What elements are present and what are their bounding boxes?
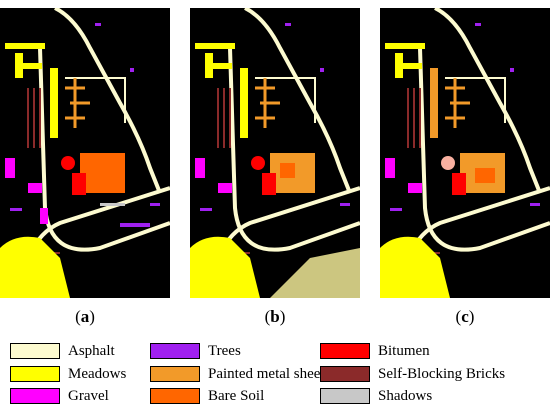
map-a-image — [0, 8, 170, 298]
classification-map-c — [380, 8, 550, 298]
legend-swatch-asphalt — [10, 343, 60, 359]
legend-item-bitumen: Bitumen — [320, 342, 430, 360]
legend-swatch-bare-soil — [150, 388, 200, 404]
legend-swatch-shadows — [320, 388, 370, 404]
legend-label-gravel: Gravel — [68, 387, 109, 404]
caption-a: (a) — [75, 307, 95, 326]
caption-b: (b) — [264, 307, 286, 326]
classification-map-a — [0, 8, 170, 298]
legend-swatch-gravel — [10, 388, 60, 404]
legend-swatch-trees — [150, 343, 200, 359]
map-b-image — [190, 8, 360, 298]
legend: Asphalt Meadows Gravel Trees Painted met… — [0, 338, 550, 412]
legend-item-trees: Trees — [150, 342, 241, 360]
legend-label-shadows: Shadows — [378, 387, 433, 404]
legend-label-meadows: Meadows — [68, 365, 127, 382]
legend-label-trees: Trees — [208, 342, 241, 359]
legend-label-self-blocking-bricks: Self-Blocking Bricks — [378, 365, 506, 382]
legend-item-gravel: Gravel — [10, 387, 109, 405]
classification-map-b — [190, 8, 360, 298]
legend-label-asphalt: Asphalt — [68, 342, 115, 359]
caption-c: (c) — [455, 307, 475, 326]
caption-a-letter: a — [80, 307, 90, 326]
legend-item-bare-soil: Bare Soil — [150, 387, 264, 405]
legend-swatch-self-blocking-bricks — [320, 366, 370, 382]
legend-label-bitumen: Bitumen — [378, 342, 430, 359]
legend-item-meadows: Meadows — [10, 365, 126, 383]
legend-item-self-blocking-bricks: Self-Blocking Bricks — [320, 365, 505, 383]
caption-b-letter: b — [270, 307, 280, 326]
legend-label-bare-soil: Bare Soil — [208, 387, 265, 404]
legend-swatch-meadows — [10, 366, 60, 382]
legend-item-painted-metal-sheets: Painted metal sheets — [150, 365, 330, 383]
caption-c-letter: c — [461, 307, 469, 326]
map-c-image — [380, 8, 550, 298]
legend-swatch-bitumen — [320, 343, 370, 359]
legend-item-asphalt: Asphalt — [10, 342, 115, 360]
legend-item-shadows: Shadows — [320, 387, 432, 405]
legend-swatch-painted-metal-sheets — [150, 366, 200, 382]
legend-label-painted-metal-sheets: Painted metal sheets — [208, 365, 331, 382]
